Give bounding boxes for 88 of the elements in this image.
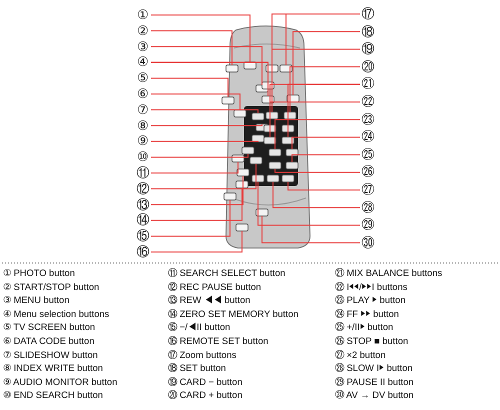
leader-line bbox=[150, 188, 242, 221]
leader-line bbox=[150, 78, 228, 98]
legend-item-text: ㉖ STOP ■ button bbox=[335, 335, 408, 347]
leader-line bbox=[150, 109, 258, 114]
legend-item-text: ⑰ Zoom buttons bbox=[168, 348, 236, 361]
callout-number: ㉖ bbox=[361, 165, 375, 180]
legend-item-text: ㉓ PLAY ▶ button bbox=[335, 294, 406, 306]
leader-line bbox=[150, 62, 268, 96]
legend-item-text: ⑥ DATA CODE button bbox=[3, 335, 94, 347]
legend-item-text: ⑭ ZERO SET MEMORY button bbox=[168, 308, 298, 320]
callout-number: ④ bbox=[136, 55, 150, 70]
callout-number: ⑧ bbox=[136, 118, 150, 133]
leader-line bbox=[274, 168, 360, 173]
legend-item-text: ㉘ SLOW I▶ button bbox=[335, 362, 413, 374]
legend-item-text: ⑤ TV SCREEN button bbox=[3, 321, 96, 334]
leader-line bbox=[150, 200, 230, 237]
leader-line bbox=[288, 182, 360, 190]
legend-item-text: ⑳ CARD + button bbox=[168, 389, 242, 402]
callout-number: ⑲ bbox=[361, 42, 375, 56]
leader-line bbox=[150, 230, 242, 252]
callout-number: ㉑ bbox=[361, 77, 375, 92]
callout-number: ⑦ bbox=[136, 102, 150, 117]
callout-number: ⑱ bbox=[361, 24, 375, 39]
leader-line bbox=[272, 182, 360, 208]
legend-item-text: ⑱ SET button bbox=[168, 362, 226, 374]
legend-item-text: ⑯ REMOTE SET button bbox=[168, 335, 268, 347]
leader-line bbox=[292, 31, 360, 96]
callout-number: ⑤ bbox=[136, 71, 150, 86]
leader-line bbox=[150, 164, 256, 190]
leader-line bbox=[150, 176, 244, 206]
leader-line bbox=[150, 154, 248, 158]
callout-number: ㉕ bbox=[361, 148, 375, 162]
callout-number: ㉙ bbox=[361, 218, 375, 232]
leader-line bbox=[150, 30, 232, 66]
legend-item-text: ㉔ FF ▶▶ button bbox=[335, 308, 399, 320]
callout-number: ㉔ bbox=[361, 130, 375, 144]
legend-item-text: ⑲ CARD − button bbox=[168, 376, 242, 388]
leader-line bbox=[258, 182, 360, 226]
leader-line bbox=[290, 66, 360, 112]
leader-line bbox=[292, 136, 360, 150]
callout-number: ⑨ bbox=[136, 134, 150, 148]
legend-item-text: ㉗ ×2 button bbox=[335, 348, 386, 361]
leader-line bbox=[150, 46, 262, 86]
leader-line bbox=[150, 94, 240, 110]
callout-number: ㉒ bbox=[361, 95, 375, 109]
legend-item-text: ㉑ MIX BALANCE buttons bbox=[335, 267, 442, 279]
legend-item-text: ㉒ I◀◀/▶▶I buttons bbox=[335, 280, 408, 293]
legend-item-text: ⑦ SLIDESHOW button bbox=[3, 348, 98, 361]
callout-number: ⑫ bbox=[136, 182, 150, 196]
leader-line bbox=[292, 154, 360, 162]
leader-line bbox=[150, 14, 250, 62]
callout-number: ⑮ bbox=[136, 229, 150, 244]
legend-item-text: ⑮ −/◀II button bbox=[168, 321, 230, 334]
callout-number: ㉘ bbox=[361, 200, 375, 215]
leader-line bbox=[286, 14, 360, 66]
legend-item-text: ① PHOTO button bbox=[3, 267, 75, 279]
callout-number: ⑥ bbox=[136, 87, 150, 101]
leader-line bbox=[274, 119, 360, 150]
callout-number: ㉗ bbox=[361, 183, 375, 197]
callout-number: ⑯ bbox=[136, 245, 150, 259]
leader-line bbox=[150, 162, 238, 174]
leader-line bbox=[262, 216, 360, 244]
legend-item-text: ④ Menu selection buttons bbox=[3, 308, 110, 320]
callout-number: ⑰ bbox=[361, 7, 375, 21]
legend-item-text: ㉕ +/II▶ button bbox=[335, 321, 394, 334]
callout-number: ⑬ bbox=[136, 198, 150, 212]
callout-number: ⑳ bbox=[361, 60, 375, 74]
callout-number: ⑭ bbox=[136, 213, 150, 228]
legend-item-text: ⑧ INDEX WRITE button bbox=[3, 362, 103, 374]
callout-number: ⑪ bbox=[136, 166, 150, 180]
legend-item-text: ㉚ AV → DV button bbox=[335, 389, 414, 402]
leader-line bbox=[272, 48, 360, 112]
legend-item-text: ㉙ PAUSE II button bbox=[335, 376, 414, 388]
leader-line bbox=[150, 140, 258, 142]
callout-number: ③ bbox=[136, 40, 150, 54]
legend-item-text: ⑪ SEARCH SELECT button bbox=[168, 267, 286, 279]
callout-number: ② bbox=[136, 24, 150, 38]
callout-number: ㉓ bbox=[361, 112, 375, 127]
legend-item-text: ③ MENU button bbox=[3, 294, 70, 306]
callout-number: ㉚ bbox=[361, 236, 375, 250]
legend-item-text: ⑬ REW ◀◀ button bbox=[168, 294, 250, 306]
legend-item-text: ⑫ REC PAUSE button bbox=[168, 280, 262, 293]
leader-line bbox=[150, 124, 262, 126]
legend-item-text: ⑨ AUDIO MONITOR button bbox=[3, 376, 118, 388]
callout-number: ① bbox=[136, 8, 150, 22]
legend-item-text: ② START/STOP button bbox=[3, 280, 100, 293]
legend-item-text: ⑩ END SEARCH button bbox=[3, 389, 103, 402]
callout-number: ⑩ bbox=[136, 150, 150, 164]
